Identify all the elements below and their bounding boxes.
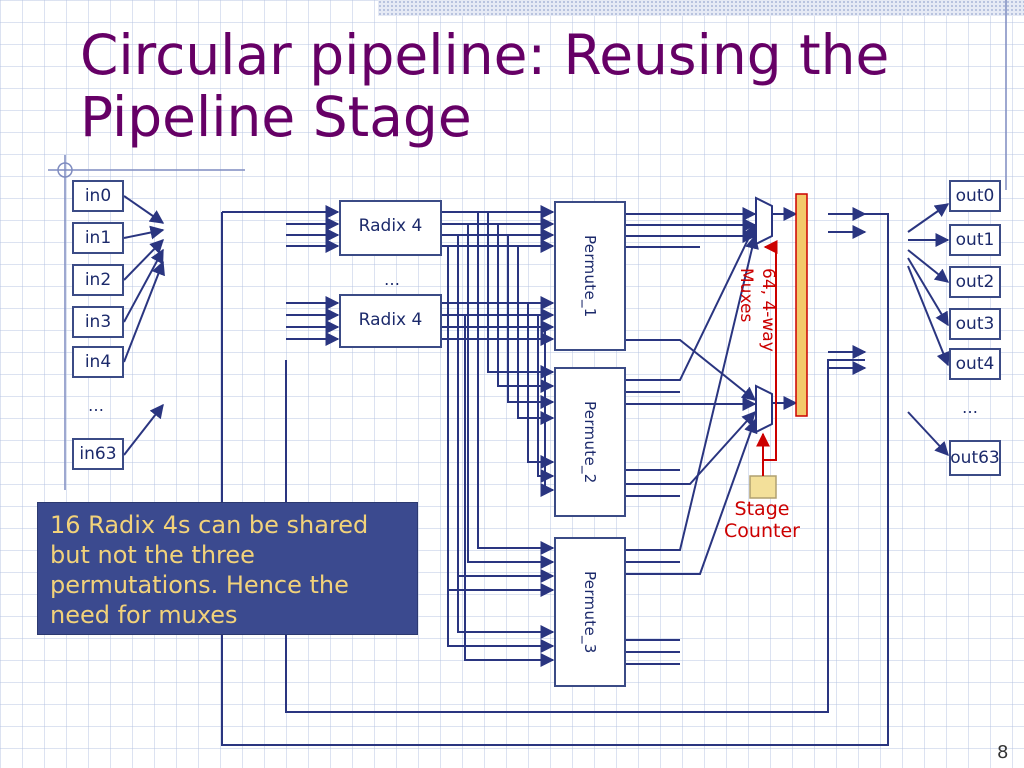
output-box-out2: out2: [949, 266, 1001, 298]
input-box-in0: in0: [72, 180, 124, 212]
output-box-out1: out1: [949, 224, 1001, 256]
radix4-top: Radix 4: [339, 200, 442, 256]
output-box-out4: out4: [949, 348, 1001, 380]
stage-counter-box: [749, 475, 777, 499]
input-box-in1: in1: [72, 222, 124, 254]
header-decoration-bar: [378, 0, 1024, 16]
input-box-in2: in2: [72, 264, 124, 296]
input-box-in3: in3: [72, 306, 124, 338]
output-ellipsis: …: [962, 398, 978, 417]
permute-1-box: Permute_1: [554, 201, 626, 351]
callout-note: 16 Radix 4s can be shared but not the th…: [37, 502, 418, 635]
input-ellipsis: …: [88, 396, 104, 415]
register-bar: [795, 193, 808, 417]
slide-title: Circular pipeline: Reusing the Pipeline …: [80, 23, 890, 149]
radix4-bottom: Radix 4: [339, 294, 442, 348]
permute-2-box: Permute_2: [554, 367, 626, 517]
radix-ellipsis: …: [384, 270, 400, 289]
page-number: 8: [997, 742, 1009, 763]
mux-shapes: [755, 196, 773, 434]
crosshair-ornament: [48, 155, 245, 490]
output-box-out63: out63: [949, 440, 1001, 476]
permute-3-box: Permute_3: [554, 537, 626, 687]
output-box-out0: out0: [949, 180, 1001, 212]
input-box-in4: in4: [72, 346, 124, 378]
stage-counter-label: Stage Counter: [724, 498, 800, 542]
output-box-out3: out3: [949, 308, 1001, 340]
input-box-in63: in63: [72, 438, 124, 470]
